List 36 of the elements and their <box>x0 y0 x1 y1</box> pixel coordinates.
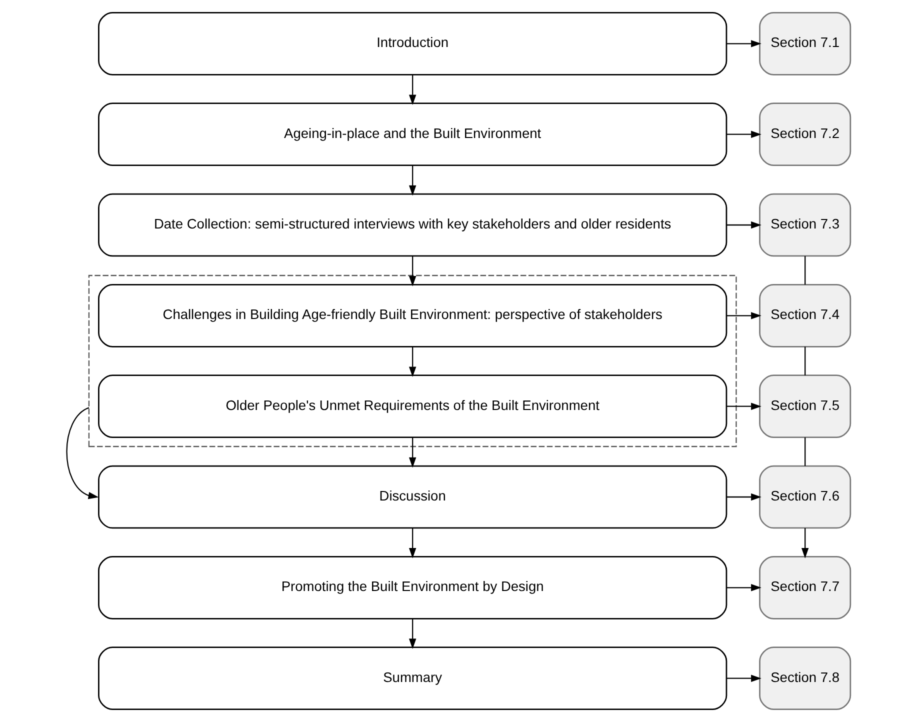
node-box: Section 7.1 <box>759 12 852 76</box>
arrow <box>408 165 416 196</box>
connector <box>804 346 806 376</box>
node-box: Section 7.4 <box>759 284 852 348</box>
node-box: Section 7.3 <box>759 193 852 257</box>
node-box: Section 7.5 <box>759 374 852 438</box>
arrow <box>408 74 416 106</box>
arrow <box>801 528 809 558</box>
node-box: Date Collection: semi-structured interviews with key stakeholders and older residents <box>98 193 728 257</box>
arrow <box>408 437 416 468</box>
arrow <box>726 221 762 229</box>
arrow <box>726 40 762 48</box>
node-box: Introduction <box>98 12 728 76</box>
arrow <box>726 493 762 501</box>
node-box: Promoting the Built Environment by Design <box>98 556 728 620</box>
node-box: Challenges in Building Age-friendly Built Environment: perspective of stakeholders <box>98 284 728 348</box>
node-box: Ageing-in-place and the Built Environment <box>98 102 728 166</box>
arrow <box>408 346 416 378</box>
node-box: Section 7.2 <box>759 102 852 166</box>
node-box: Summary <box>98 646 728 710</box>
arrow <box>408 256 416 286</box>
node-box: Section 7.7 <box>759 556 852 620</box>
arrow <box>726 130 762 138</box>
connector <box>804 256 806 285</box>
arrow <box>726 674 762 682</box>
arrow <box>66 407 99 500</box>
arrow <box>408 618 416 650</box>
arrow <box>726 402 762 410</box>
node-box: Section 7.6 <box>759 465 852 529</box>
node-box: Discussion <box>98 465 728 529</box>
connector <box>804 437 806 466</box>
node-box: Section 7.8 <box>759 646 852 710</box>
node-box: Older People's Unmet Requirements of the Built Environment <box>98 374 728 438</box>
arrow <box>726 584 762 592</box>
arrow <box>408 528 416 558</box>
arrow <box>726 312 762 320</box>
